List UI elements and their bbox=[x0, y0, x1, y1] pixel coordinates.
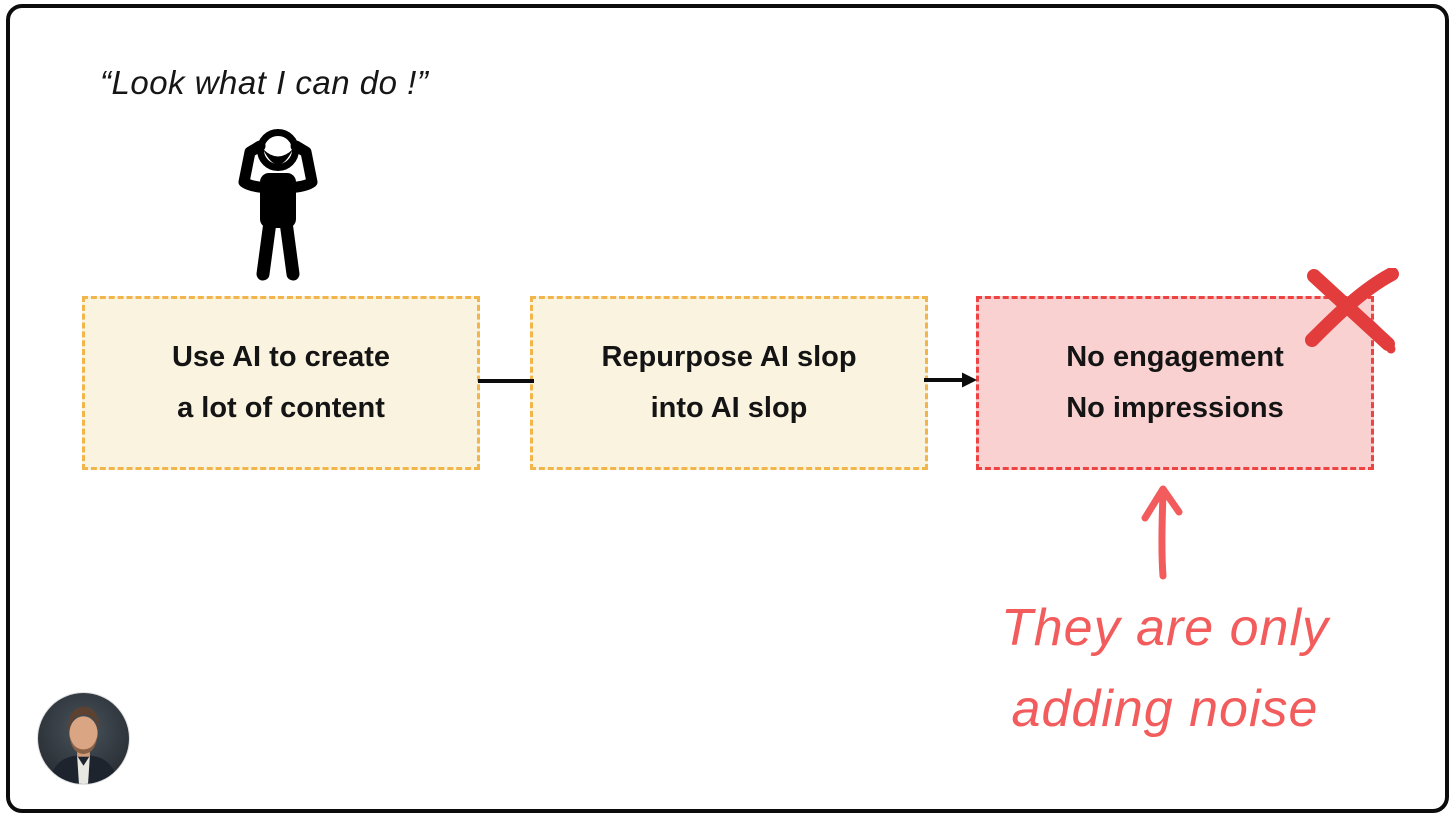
connector-line bbox=[478, 379, 534, 383]
avatar-portrait-graphic bbox=[38, 693, 129, 784]
flow-box-text-line: No engagement bbox=[1066, 341, 1284, 374]
author-avatar bbox=[37, 692, 130, 785]
flexing-person-icon bbox=[238, 129, 318, 281]
flow-box-text-line: Repurpose AI slop bbox=[601, 341, 857, 374]
flow-box-text-line: No impressions bbox=[1066, 392, 1284, 424]
annotation-line: They are only bbox=[1000, 599, 1330, 657]
flow-box-no-engagement: No engagement No impressions bbox=[976, 296, 1374, 470]
flow-box-repurpose-slop: Repurpose AI slop into AI slop bbox=[530, 296, 928, 470]
flow-box-text-line: Use AI to create bbox=[171, 341, 391, 374]
rejected-x-icon bbox=[1305, 268, 1399, 354]
flow-box-text-line: a lot of content bbox=[177, 392, 385, 424]
connector-arrow bbox=[924, 372, 977, 388]
annotation-line: adding noise bbox=[1011, 679, 1319, 738]
up-arrow-icon bbox=[1141, 485, 1183, 580]
flow-box-text-line: into AI slop bbox=[650, 392, 808, 424]
annotation-text: They are only adding noise bbox=[955, 588, 1375, 749]
flow-box-create-content: Use AI to create a lot of content bbox=[82, 296, 480, 470]
quote-text: “Look what I can do !” bbox=[100, 64, 429, 101]
